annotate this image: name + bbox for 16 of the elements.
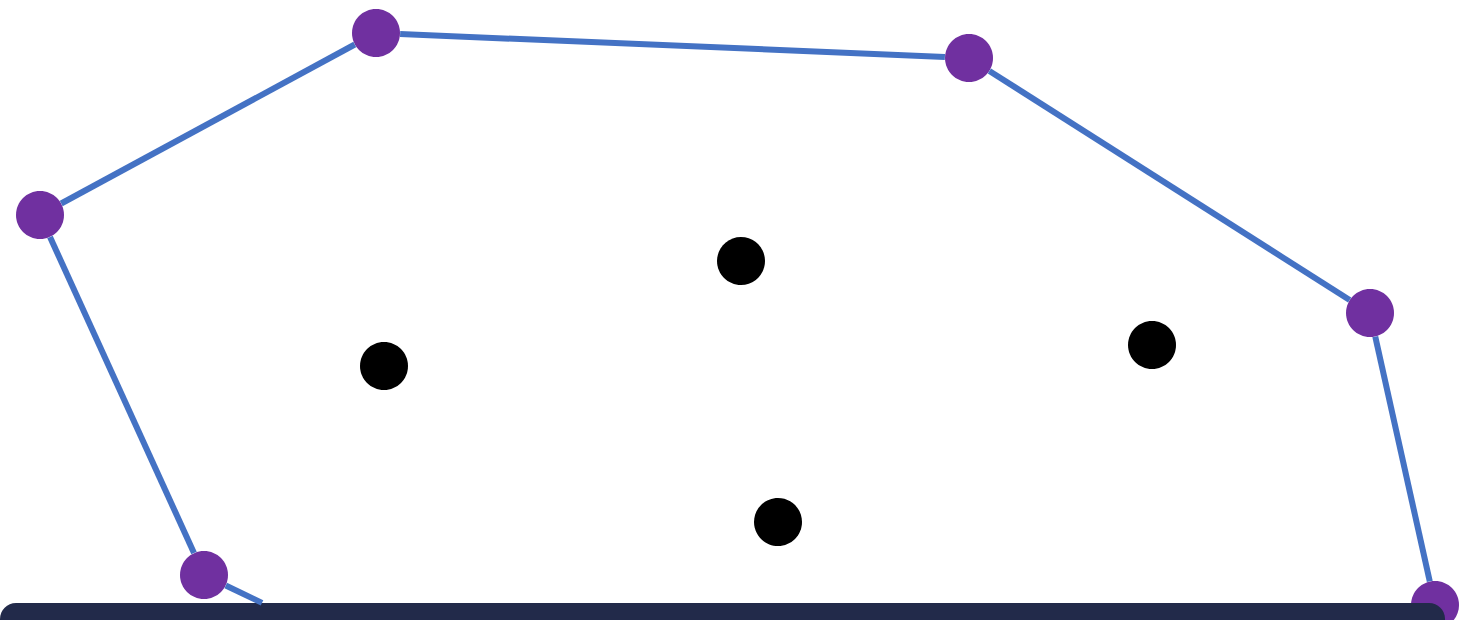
hull-edge — [224, 582, 264, 606]
interior-point — [360, 342, 408, 390]
hull-point — [1346, 289, 1394, 337]
interior-point — [1128, 321, 1176, 369]
hull-edge — [400, 31, 945, 60]
hull-point — [180, 551, 228, 599]
hull-edge — [59, 41, 357, 207]
hull-edge — [47, 235, 197, 555]
hull-edge — [1372, 335, 1433, 583]
interior-point — [717, 237, 765, 285]
interior-point — [754, 498, 802, 546]
hull-point — [945, 34, 993, 82]
hull-edge — [987, 68, 1352, 303]
bottom-bar — [0, 603, 1445, 620]
hull-point — [352, 9, 400, 57]
hull-point — [16, 191, 64, 239]
